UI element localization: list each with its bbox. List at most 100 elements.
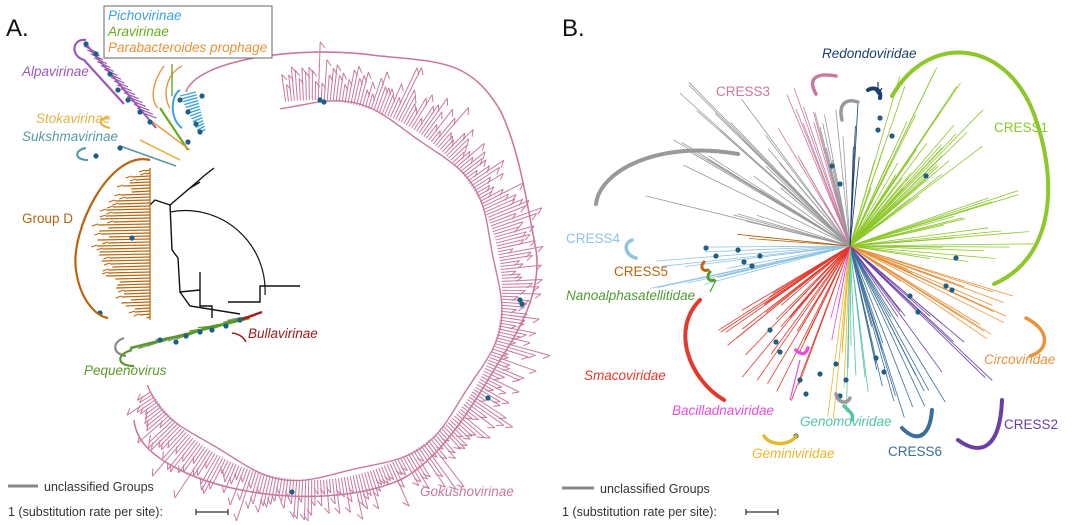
gokushovirinae-branch (405, 454, 422, 483)
tree-ray (849, 165, 939, 247)
group-d-twig (106, 205, 114, 209)
gokushovirinae-branch (493, 226, 520, 235)
gokushovirinae-branch (500, 316, 526, 322)
gokushovirinae-branch (425, 123, 438, 139)
legend-parabacteroides: Parabacteroides prophage (108, 40, 267, 55)
gokushovirinae-branch (501, 286, 540, 288)
gokushovirinae-twig (281, 74, 288, 81)
gokushovirinae-branch (392, 67, 418, 119)
tree-ray (849, 245, 1007, 317)
gokushovirinae-branch (497, 328, 527, 336)
gokushovirinae-twig (448, 486, 457, 490)
tree-ray (716, 245, 851, 278)
tree-ray (849, 245, 883, 387)
gokushovirinae-branch (481, 182, 524, 205)
gokushovirinae-branch (381, 466, 389, 484)
group-d-clade (90, 168, 151, 320)
unclassified-bracket-b3 (834, 392, 852, 404)
gokushovirinae-twig (358, 65, 363, 74)
gokushovirinae-branch (252, 473, 262, 504)
tree-ray (849, 215, 955, 247)
tree-dot (949, 287, 955, 293)
gokushovirinae-twig (526, 255, 533, 262)
gokushovirinae-twig (414, 96, 417, 104)
tree-ray (842, 136, 851, 247)
alpavirinae-branch (113, 80, 129, 88)
tree-ray (849, 133, 957, 247)
gokushovirinae-branch (367, 93, 374, 109)
gokushovirinae-branch (175, 435, 191, 455)
gokushovirinae-twig (518, 221, 524, 229)
tree-ray (704, 245, 851, 253)
top-clade-dot (117, 145, 123, 151)
gokushovirinae-branch (274, 477, 280, 502)
group-d-branch (97, 238, 151, 241)
gokushovirinae-branch (161, 427, 183, 451)
gokushovirinae-branch (178, 443, 201, 474)
tree-ray (756, 215, 851, 247)
gokushovirinae-branch (500, 313, 540, 320)
gokushovirinae-branch (323, 479, 325, 495)
top-clade-dot (137, 109, 143, 115)
tree-ray (799, 245, 851, 331)
bacilladnaviridae-bracket (794, 346, 810, 356)
tree-dot (889, 133, 895, 139)
gokushovirinae-twig (521, 356, 529, 360)
legend-box (103, 5, 273, 59)
gokushovirinae-branch (329, 479, 332, 494)
gokushovirinae-branch (434, 434, 456, 459)
gokushovirinae-branch (223, 464, 237, 493)
gokushovirinae-dot (517, 297, 523, 303)
group-d-twig (140, 172, 147, 176)
label-cress4: CRESS4 (566, 231, 621, 246)
top-clade-dot (115, 87, 121, 93)
tree-dot (749, 263, 755, 269)
gokushovirinae-branch (454, 150, 471, 165)
gokushovirinae-branch (501, 283, 533, 285)
group-d-branch (130, 298, 151, 301)
gokushovirinae-twig (534, 293, 542, 299)
gokushovirinae-branch (427, 439, 465, 488)
gokushovirinae-twig (136, 393, 141, 401)
pichovirinae-branch (181, 94, 197, 100)
pequenovirus-dot (157, 337, 163, 343)
group-d-twig (112, 202, 119, 206)
gokushovirinae-branch (405, 107, 417, 126)
gokushovirinae-branch (478, 191, 492, 200)
tree-ray (849, 245, 857, 376)
stokavirinae-bracket (99, 116, 111, 130)
gokushovirinae-branch (320, 82, 323, 101)
gokushovirinae-dot (321, 99, 327, 105)
gokushovirinae-twig (412, 482, 420, 487)
gokushovirinae-branch (335, 478, 341, 514)
gokushovirinae-branch (445, 424, 468, 447)
scale-bar-b (745, 509, 779, 515)
parabacteroides-pointer (165, 65, 183, 109)
gokushovirinae-branch (344, 79, 350, 103)
gokushovirinae-branch (395, 67, 422, 120)
gokushovirinae-twig (528, 332, 536, 337)
tree-ray (814, 112, 851, 247)
gokushovirinae-branch (465, 169, 478, 180)
gokushovirinae-branch (420, 445, 444, 477)
gokushovirinae-branch (379, 87, 390, 113)
tree-ray (681, 142, 851, 247)
gokushovirinae-branch (370, 77, 382, 110)
gokushovirinae-branch (475, 386, 501, 403)
gokushovirinae-branch (205, 453, 216, 469)
tree-dot (703, 245, 709, 251)
tree-ray (797, 155, 851, 247)
tree-ray (789, 245, 851, 310)
group-d-branch (102, 247, 151, 250)
gokushovirinae-branch (182, 441, 199, 462)
tree-ray (770, 245, 851, 355)
gokushovirinae-branch (478, 381, 494, 391)
gokushovirinae-branch (501, 298, 530, 302)
gokushovirinae-branch (239, 469, 251, 501)
gokushovirinae-branch (355, 474, 364, 506)
group-d-branch (118, 202, 151, 205)
group-d-branch (134, 310, 151, 313)
gokushovirinae-branch (137, 415, 170, 444)
gokushovirinae-branch (501, 292, 542, 295)
tree-ray (849, 245, 866, 378)
